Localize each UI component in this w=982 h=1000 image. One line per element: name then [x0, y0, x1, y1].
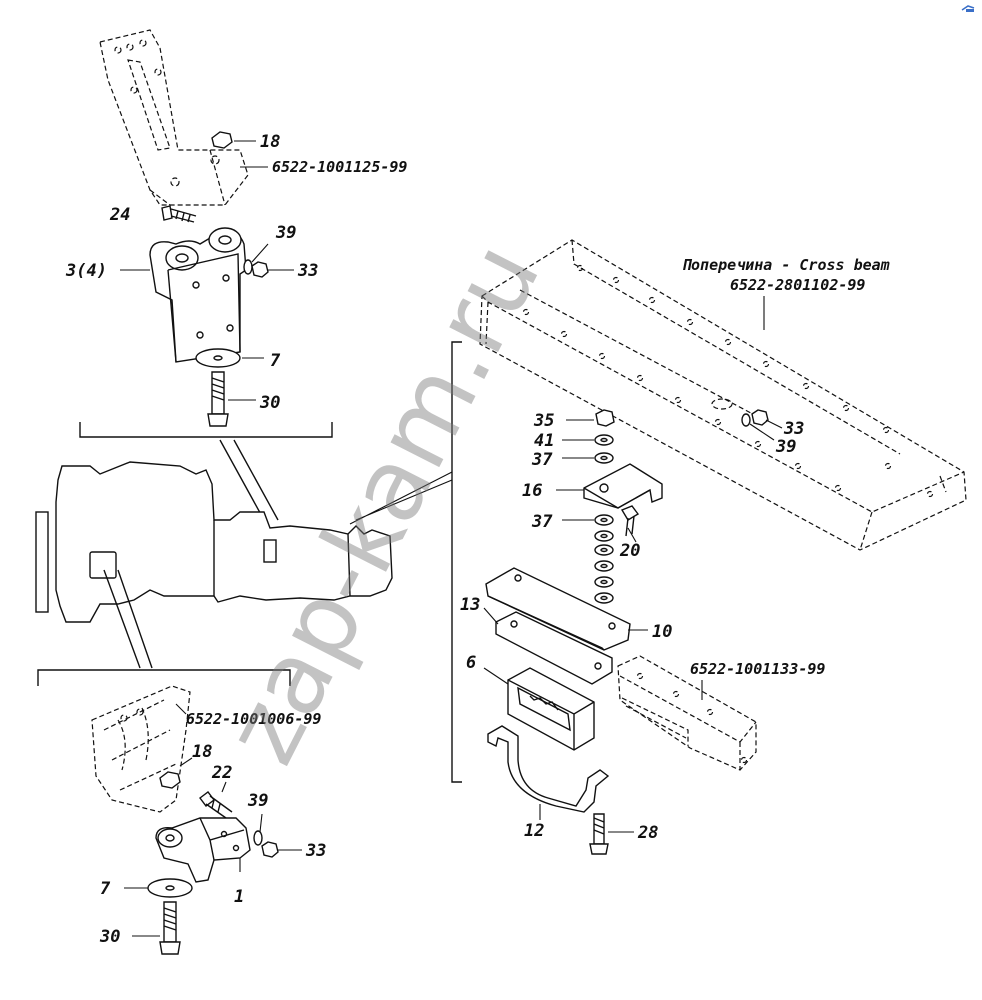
- front-bracket-dashed: [91, 685, 191, 813]
- callout-37-b: 37: [531, 512, 553, 532]
- callout-1: 1: [234, 887, 244, 907]
- callout-24: 24: [109, 205, 130, 225]
- assembly-front-bracket-label: 6522-1001006-99: [186, 710, 321, 728]
- washer-37-top: [562, 452, 614, 464]
- callout-39-beam: 39: [775, 437, 796, 457]
- washer-stack-37: [562, 514, 614, 604]
- bolt-20: [620, 505, 640, 543]
- nut-18-top: [211, 131, 256, 149]
- nut-33-beam: [751, 409, 783, 429]
- group-bracket-bottom: [37, 669, 291, 686]
- rubber-block-6: [483, 667, 595, 751]
- bracket-16: [556, 463, 663, 509]
- callout-33-bottom: 33: [305, 841, 326, 861]
- cross-beam-part-no: 6522-2801102-99: [730, 276, 865, 294]
- detail-link-bottom: [103, 569, 153, 669]
- callout-3-4: 3(4): [65, 261, 107, 281]
- callout-13: 13: [460, 595, 480, 615]
- cross-beam-name: Поперечина - Cross beam: [682, 256, 890, 274]
- callout-7-top: 7: [270, 351, 281, 371]
- nut-18-bottom: [159, 757, 193, 789]
- clamp-12: [487, 725, 610, 820]
- detail-link-right: [349, 471, 453, 525]
- group-bracket-top: [79, 422, 333, 438]
- washer-39-bottom: [253, 813, 263, 846]
- callout-33-beam: 33: [783, 419, 804, 439]
- frame-member-dashed: [617, 655, 757, 771]
- callout-41: 41: [534, 431, 554, 451]
- cross-beam-dashed: [479, 239, 967, 551]
- callout-6: 6: [466, 653, 476, 673]
- plate-10: [485, 567, 648, 651]
- bolt-30-top: [207, 371, 256, 427]
- group-bracket-right: [451, 341, 462, 783]
- bolt-22: [199, 781, 233, 819]
- callout-20: 20: [619, 541, 640, 561]
- callout-7-bottom: 7: [100, 879, 111, 899]
- leader-front-bracket: [175, 703, 187, 715]
- pad-13: [483, 607, 613, 685]
- callout-33-top: 33: [297, 261, 318, 281]
- bolt-30-bottom: [132, 901, 181, 955]
- callout-12: 12: [524, 821, 544, 841]
- callout-18-top: 18: [260, 132, 280, 152]
- washer-39-top: [243, 243, 269, 275]
- engine-mount-3-4: [120, 227, 247, 363]
- nut-35: [566, 409, 615, 427]
- detail-link-top: [219, 439, 279, 521]
- bolt-24: [161, 205, 197, 223]
- washer-7-bottom: [124, 878, 193, 898]
- nut-33-top: [251, 261, 294, 278]
- engine-gearbox-outline: [35, 461, 393, 623]
- callout-28: 28: [637, 823, 658, 843]
- callout-30-bottom: 30: [99, 927, 120, 947]
- callout-39-top: 39: [275, 223, 296, 243]
- callout-10: 10: [652, 622, 672, 642]
- callout-37-a: 37: [531, 450, 553, 470]
- callout-39-bottom: 39: [247, 791, 268, 811]
- callout-16: 16: [522, 481, 542, 501]
- rear-bracket-dashed: [99, 29, 249, 206]
- assembly-frame-member-label: 6522-1001133-99: [690, 660, 825, 678]
- engine-mount-1: [155, 817, 251, 883]
- nut-33-bottom: [261, 841, 302, 858]
- callout-30-top: 30: [259, 393, 280, 413]
- assembly-rear-bracket-label: 6522-1001125-99: [272, 158, 407, 176]
- washer-41: [562, 434, 614, 446]
- washer-39-beam: [741, 413, 775, 441]
- washer-7-top: [195, 348, 264, 368]
- corner-logo-icon: [961, 5, 975, 12]
- callout-22: 22: [211, 763, 232, 783]
- bolt-28: [589, 813, 634, 855]
- callout-35: 35: [533, 411, 554, 431]
- callout-18-bottom: 18: [192, 742, 212, 762]
